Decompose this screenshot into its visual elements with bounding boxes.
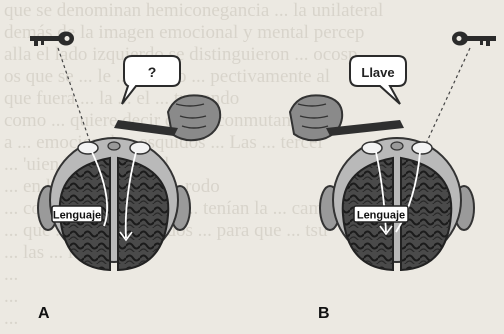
hand-icon — [114, 95, 220, 140]
panel-b: Llave Lenguaj — [290, 32, 496, 323]
hand-icon — [290, 95, 404, 140]
bubble-question-text: ? — [148, 64, 157, 80]
panel-a: ? Le — [30, 32, 220, 323]
speech-bubble: Llave — [350, 56, 406, 104]
left-eye — [78, 142, 98, 154]
nose — [108, 142, 120, 150]
bubble-word-text: Llave — [361, 65, 394, 80]
head-b: Lenguaje — [320, 138, 474, 270]
language-label: Lenguaje — [357, 210, 405, 222]
panel-a-letter: A — [38, 305, 50, 322]
head-a: Lenguaje — [38, 138, 190, 270]
nose — [391, 142, 403, 150]
speech-bubble: ? — [122, 56, 180, 104]
right-eye — [130, 142, 150, 154]
key-icon — [452, 32, 496, 47]
gaze-line — [424, 48, 470, 148]
language-label: Lenguaje — [53, 210, 101, 222]
gaze-line — [58, 48, 92, 148]
left-eye — [362, 142, 382, 154]
right-eye — [412, 142, 432, 154]
screen-panel — [114, 120, 178, 136]
panel-b-letter: B — [318, 305, 330, 322]
key-icon — [30, 32, 74, 47]
